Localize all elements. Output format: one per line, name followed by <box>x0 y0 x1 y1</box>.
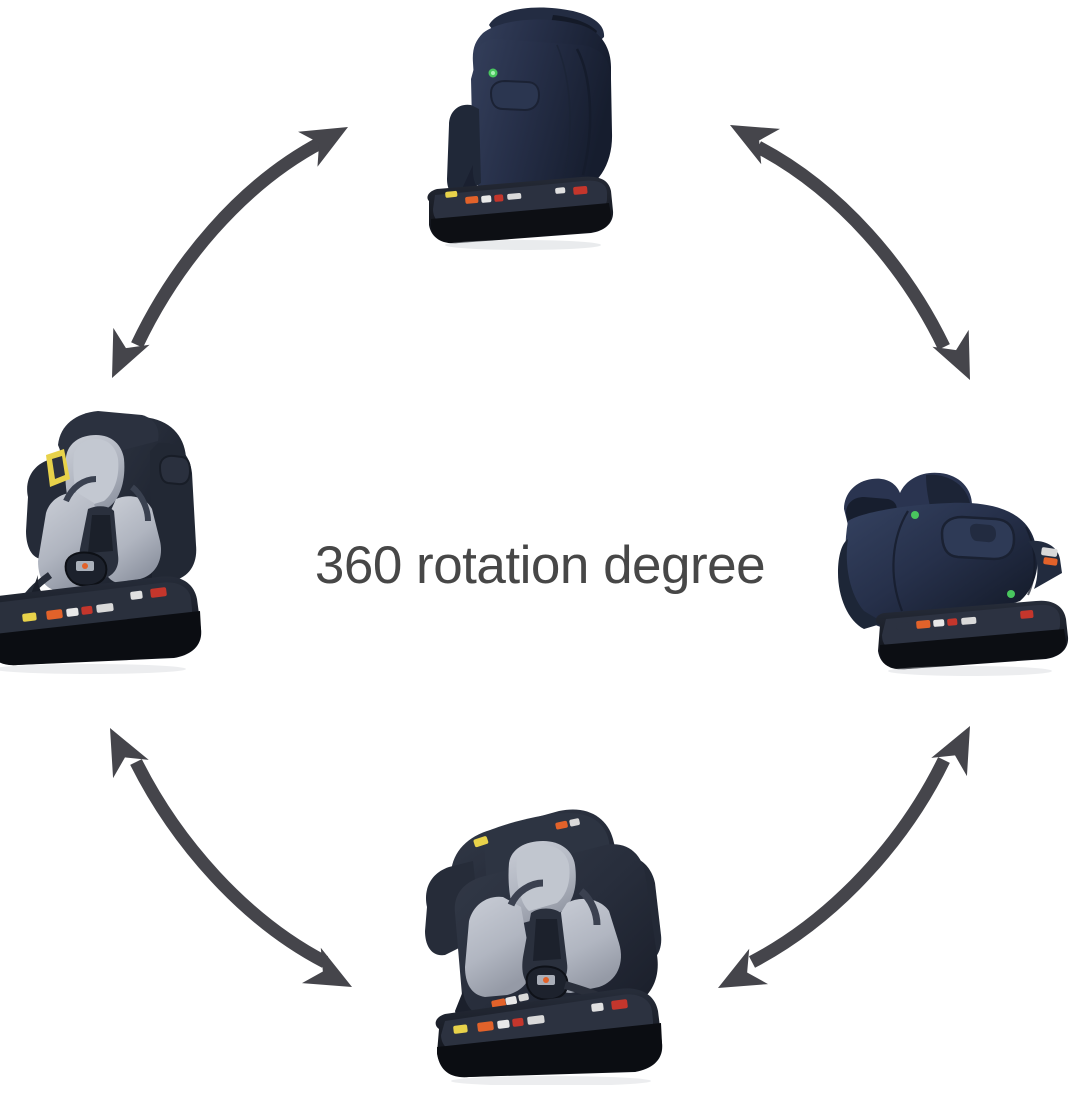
arrow-bottom-left <box>92 718 362 1005</box>
seat-left <box>0 395 215 680</box>
seat-bottom <box>405 795 690 1085</box>
arrow-bottom-right <box>708 716 988 1006</box>
arrow-top-left <box>93 109 358 387</box>
page-title: 360 rotation degree <box>314 536 766 595</box>
seat-right <box>830 455 1080 680</box>
arrow-top-right <box>720 107 989 389</box>
seat-top <box>405 5 650 250</box>
